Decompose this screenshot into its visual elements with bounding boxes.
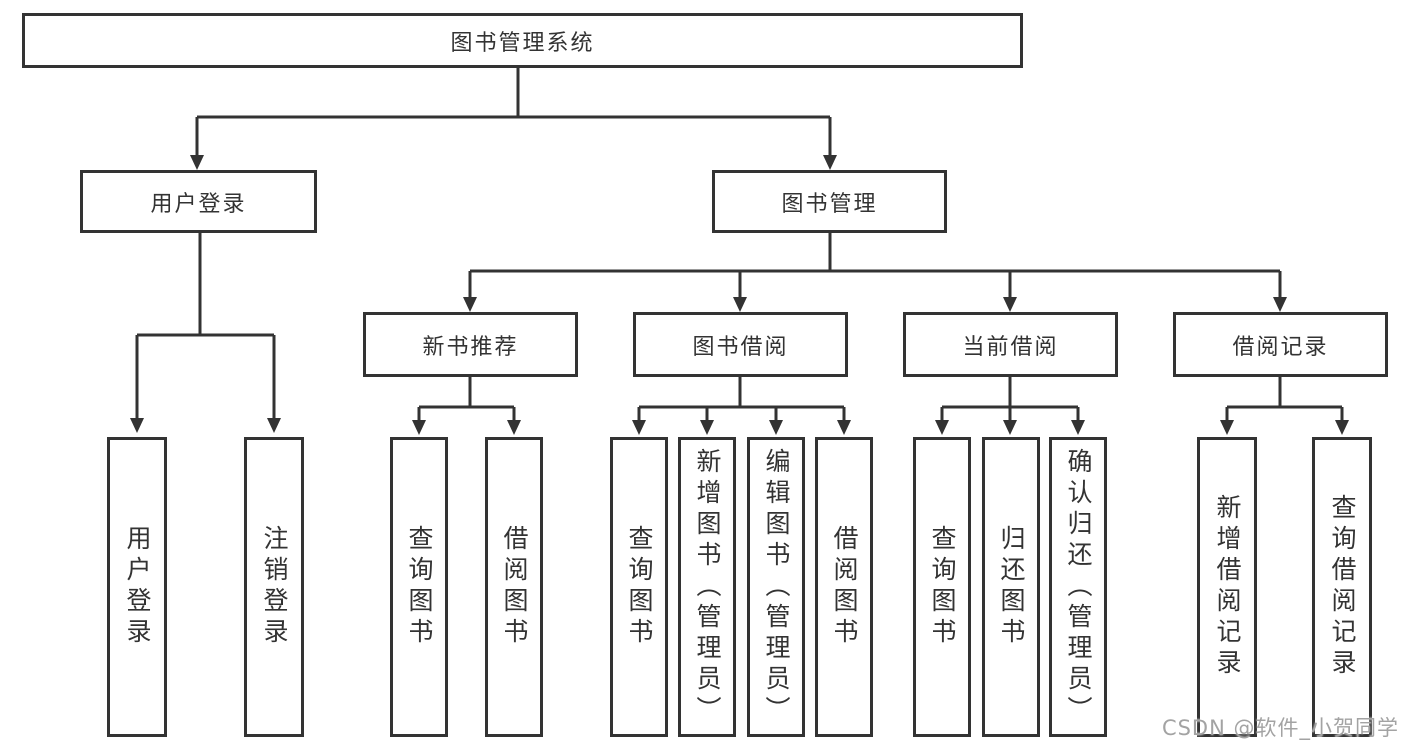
node-borrow-add-books-admin: 新增图书（管理员）: [678, 437, 736, 737]
node-recommend-query-books: 查询图书: [390, 437, 448, 737]
node-records-add-record: 新增借阅记录: [1197, 437, 1257, 737]
node-borrow-edit-books-admin: 编辑图书（管理员）: [747, 437, 805, 737]
node-root-system: 图书管理系统: [22, 13, 1023, 68]
node-current-query-books: 查询图书: [913, 437, 971, 737]
node-recommend-borrow-books: 借阅图书: [485, 437, 543, 737]
node-user-login-action: 用户登录: [107, 437, 167, 737]
node-book-borrowing: 图书借阅: [633, 312, 848, 377]
node-book-management: 图书管理: [712, 170, 947, 233]
node-user-login: 用户登录: [80, 170, 317, 233]
node-borrow-query-books: 查询图书: [610, 437, 668, 737]
node-new-book-recommendation: 新书推荐: [363, 312, 578, 377]
node-current-confirm-return-admin: 确认归还（管理员）: [1049, 437, 1107, 737]
node-current-return-books: 归还图书: [982, 437, 1040, 737]
csdn-watermark: CSDN @软件_小贺同学: [1161, 716, 1399, 740]
node-borrowing-records: 借阅记录: [1173, 312, 1388, 377]
node-current-borrowing: 当前借阅: [903, 312, 1118, 377]
node-borrow-borrow-books: 借阅图书: [815, 437, 873, 737]
node-logout-action: 注销登录: [244, 437, 304, 737]
node-records-query-record: 查询借阅记录: [1312, 437, 1372, 737]
